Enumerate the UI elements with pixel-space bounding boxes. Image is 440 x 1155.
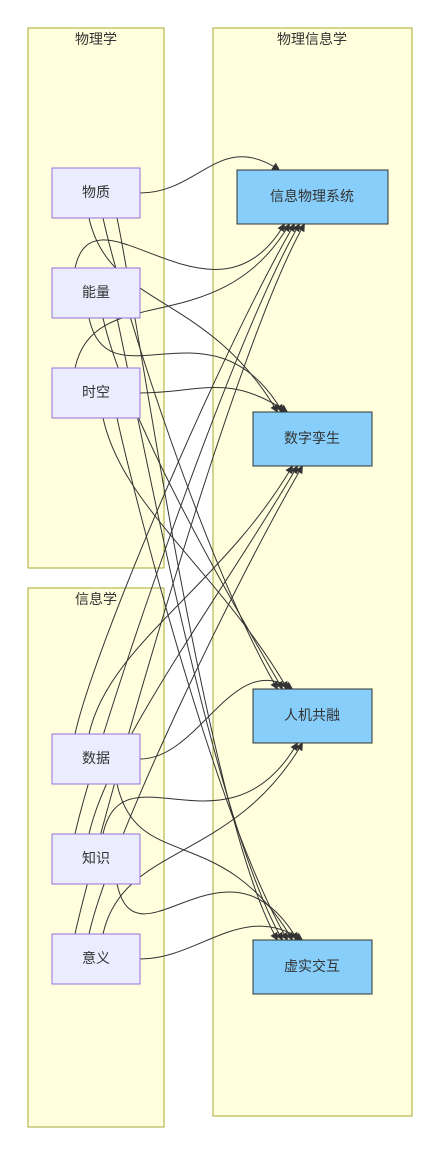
node-matter[interactable]: 物质 <box>51 167 141 219</box>
node-knowledge-label: 知识 <box>82 850 110 867</box>
edge-meaning-to-virtual-reality <box>139 925 304 960</box>
edge-spacetime-to-digital-twin <box>139 387 289 413</box>
edge-matter-to-cps <box>139 156 281 194</box>
edge-energy-to-cps <box>74 223 285 270</box>
node-energy-label: 能量 <box>82 285 110 301</box>
node-virtual-reality-label: 虚实交互 <box>284 958 340 975</box>
cluster-informatics-label: 信息学 <box>75 591 117 608</box>
node-meaning[interactable]: 意义 <box>51 933 141 985</box>
node-energy[interactable]: 能量 <box>51 267 141 319</box>
edge-spacetime-to-cps <box>74 223 290 369</box>
edge-energy-to-human-machine <box>102 317 283 690</box>
edge-knowledge-to-virtual-reality <box>116 883 298 941</box>
node-spacetime[interactable]: 时空 <box>51 367 141 419</box>
node-virtual-reality[interactable]: 虚实交互 <box>252 939 373 995</box>
node-digital-twin-label: 数字孪生 <box>284 430 340 447</box>
edge-knowledge-to-digital-twin <box>88 465 298 835</box>
node-data[interactable]: 数据 <box>51 733 141 785</box>
node-digital-twin[interactable]: 数字孪生 <box>252 411 373 467</box>
node-matter-label: 物质 <box>82 185 110 201</box>
cluster-physical-informatics-label: 物理信息学 <box>277 31 347 48</box>
edge-spacetime-to-human-machine <box>102 417 288 690</box>
node-human-machine-label: 人机共融 <box>284 708 340 724</box>
node-data-label: 数据 <box>82 751 110 767</box>
node-cps-label: 信息物理系统 <box>270 188 354 205</box>
edge-knowledge-to-human-machine <box>102 742 298 835</box>
node-cps[interactable]: 信息物理系统 <box>236 169 389 225</box>
edge-data-to-digital-twin <box>88 465 293 735</box>
edge-meaning-to-human-machine <box>102 742 303 935</box>
node-human-machine[interactable]: 人机共融 <box>252 688 373 744</box>
edge-energy-to-digital-twin <box>88 317 283 413</box>
node-knowledge[interactable]: 知识 <box>51 833 141 885</box>
edge-spacetime-to-virtual-reality <box>116 417 288 941</box>
edge-data-to-human-machine <box>139 680 294 760</box>
edge-meaning-to-digital-twin <box>88 465 303 935</box>
edge-data-to-cps <box>74 223 295 735</box>
edge-matter-to-human-machine <box>102 217 278 690</box>
edge-matter-to-digital-twin <box>88 217 278 413</box>
node-spacetime-label: 时空 <box>82 385 110 401</box>
edges <box>74 156 305 960</box>
cluster-physics-label: 物理学 <box>75 32 117 48</box>
cluster-informatics: 信息学 <box>27 587 165 1128</box>
edge-data-to-virtual-reality <box>116 783 293 941</box>
node-meaning-label: 意义 <box>82 950 110 967</box>
